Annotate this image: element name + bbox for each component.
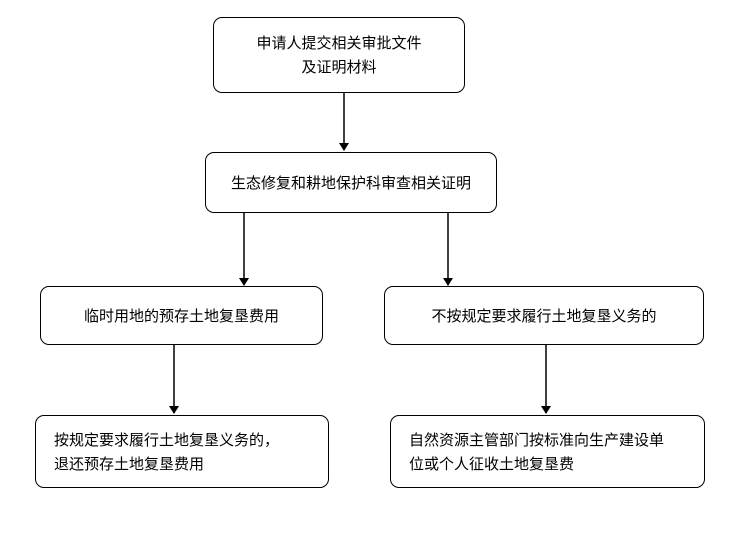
outcome-collect-reclamation-fee: 自然资源主管部门按标准向生产建设单 位或个人征收土地复垦费: [390, 415, 705, 488]
branch-not-fulfilled-obligation-line-1: 不按规定要求履行土地复垦义务的: [431, 306, 657, 325]
step-review-certificates-line-1: 生态修复和耕地保护科审查相关证明: [230, 173, 471, 192]
branch-prepaid-reclamation-fee: 临时用地的预存土地复垦费用: [40, 286, 323, 345]
outcome-collect-reclamation-fee-line-2: 位或个人征收土地复垦费: [409, 454, 575, 473]
step-submit-documents-line-1: 申请人提交相关审批文件: [256, 34, 422, 52]
outcome-refund-prepaid-fee: 按规定要求履行土地复垦义务的， 退还预存土地复垦费用: [35, 415, 329, 488]
branch-not-fulfilled-obligation: 不按规定要求履行土地复垦义务的: [384, 286, 704, 345]
step-submit-documents: 申请人提交相关审批文件 及证明材料: [213, 17, 465, 93]
step-review-certificates: 生态修复和耕地保护科审查相关证明: [205, 152, 497, 213]
outcome-refund-prepaid-fee-line-1: 按规定要求履行土地复垦义务的，: [54, 430, 280, 449]
step-submit-documents-line-2: 及证明材料: [301, 58, 377, 76]
outcome-collect-reclamation-fee-line-1: 自然资源主管部门按标准向生产建设单: [409, 430, 665, 449]
branch-prepaid-reclamation-fee-line-1: 临时用地的预存土地复垦费用: [83, 306, 279, 325]
outcome-refund-prepaid-fee-line-2: 退还预存土地复垦费用: [54, 454, 205, 473]
